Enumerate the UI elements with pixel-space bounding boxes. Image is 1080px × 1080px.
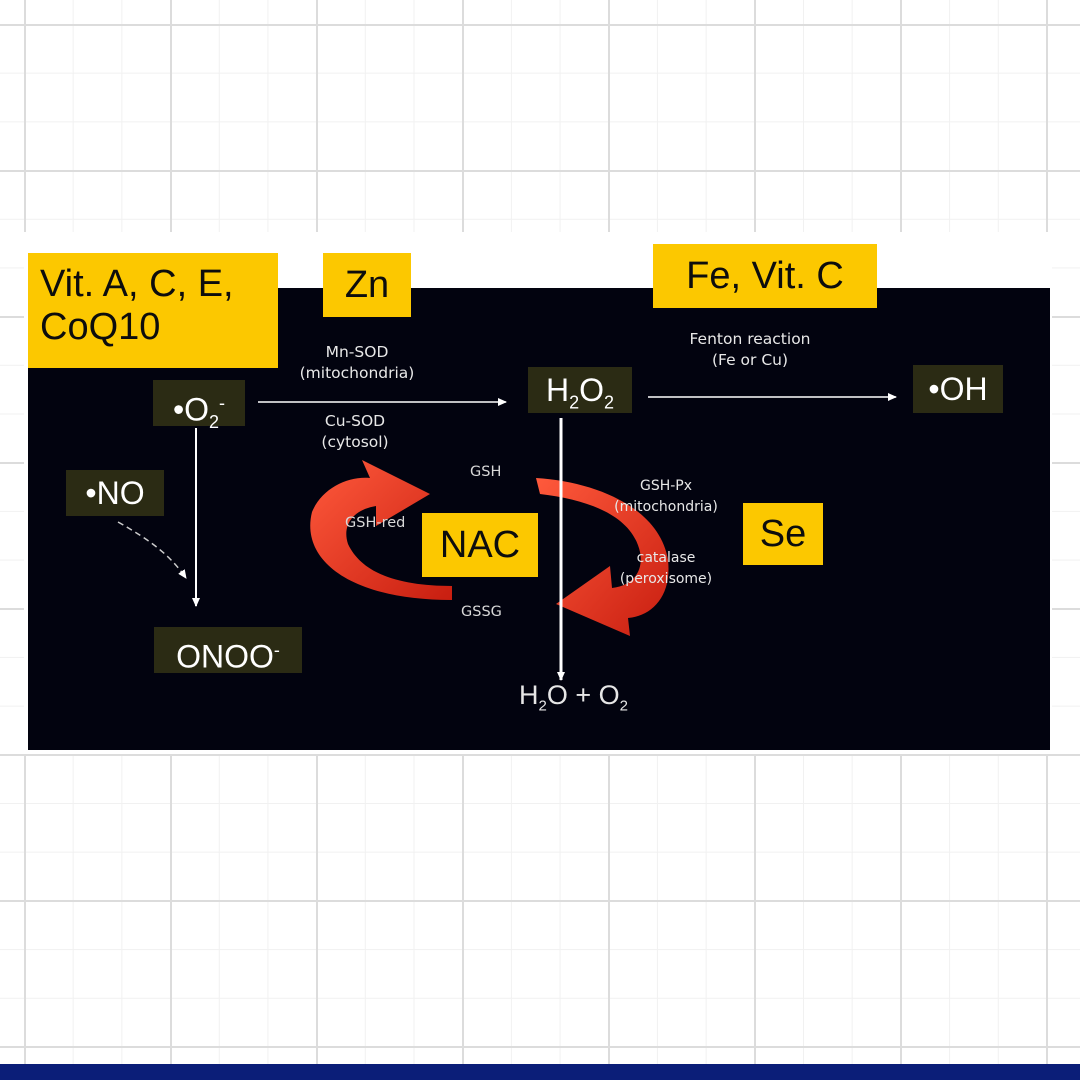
catalase-location: (peroxisome): [619, 571, 713, 587]
bottom-bar: [0, 1064, 1080, 1080]
fenton-label: Fenton reaction (Fe or Cu): [670, 329, 830, 371]
superoxide-box: •O2-: [153, 380, 245, 432]
gsh-red-label: GSH-red: [345, 515, 421, 531]
gsh-label: GSH: [470, 464, 502, 480]
nac-box: NAC: [422, 513, 538, 577]
cu-sod-location: (cytosol): [321, 432, 389, 451]
peroxynitrite-box: ONOO-: [154, 627, 302, 675]
h2o2-sub2: 2: [604, 392, 615, 413]
vitamins-line2: CoQ10: [40, 305, 161, 348]
nac-label: NAC: [439, 524, 521, 566]
gsh-px-location: (mitochondria): [614, 499, 718, 515]
mn-sod-label: Mn-SOD (mitochondria): [282, 342, 432, 384]
zinc-box: Zn: [323, 253, 411, 317]
no-to-peroxynitrite-arrow: [117, 521, 187, 579]
hydroxyl-text: •OH: [928, 371, 988, 407]
catalase-name: catalase: [636, 550, 696, 566]
h2o2-box: H2O2: [528, 367, 632, 413]
mn-sod-name: Mn-SOD: [325, 343, 389, 361]
water-rest: O + O: [546, 680, 620, 710]
cu-sod-label: Cu-SOD (cytosol): [300, 411, 410, 453]
superoxide-text: •O: [172, 391, 210, 428]
superoxide-sub: 2: [209, 412, 220, 433]
nitric-oxide-box: •NO: [66, 470, 164, 516]
selenium-label: Se: [759, 513, 807, 555]
selenium-box: Se: [743, 503, 823, 565]
water-h: H: [519, 680, 539, 710]
h2o2-o: O: [579, 372, 604, 408]
h2o2-h: H: [545, 372, 570, 408]
water-sub: 2: [538, 697, 547, 715]
mn-sod-location: (mitochondria): [299, 363, 415, 382]
gsh-px-label: GSH-Px (mitochondria): [598, 476, 734, 518]
zinc-label: Zn: [344, 264, 390, 306]
fe-vitc-box: Fe, Vit. C: [653, 244, 877, 308]
oxygen-sub: 2: [619, 697, 628, 715]
nitric-oxide-text: •NO: [85, 475, 145, 511]
vitamins-box: Vit. A, C, E, CoQ10: [28, 253, 278, 368]
catalase-label: catalase (peroxisome): [600, 548, 732, 590]
vitamins-line1: Vit. A, C, E,: [40, 263, 234, 305]
fenton-name: Fenton reaction: [689, 330, 811, 348]
gsh-red-text: GSH-red: [345, 515, 406, 531]
gssg-label: GSSG: [461, 604, 502, 620]
peroxynitrite-sup: -: [273, 640, 280, 660]
water-oxygen-product: H2O + O2: [519, 680, 628, 714]
h2o2-sub1: 2: [569, 392, 580, 413]
gsh-px-name: GSH-Px: [639, 478, 693, 494]
superoxide-sup: -: [219, 393, 226, 413]
left-red-cycle-arrow: [310, 460, 452, 600]
peroxynitrite-text: ONOO: [176, 638, 274, 675]
fe-vitc-label: Fe, Vit. C: [686, 255, 844, 297]
cu-sod-name: Cu-SOD: [324, 412, 386, 430]
fenton-metals: (Fe or Cu): [711, 350, 789, 369]
right-red-cycle-arrow: [536, 478, 669, 636]
hydroxyl-box: •OH: [913, 365, 1003, 413]
